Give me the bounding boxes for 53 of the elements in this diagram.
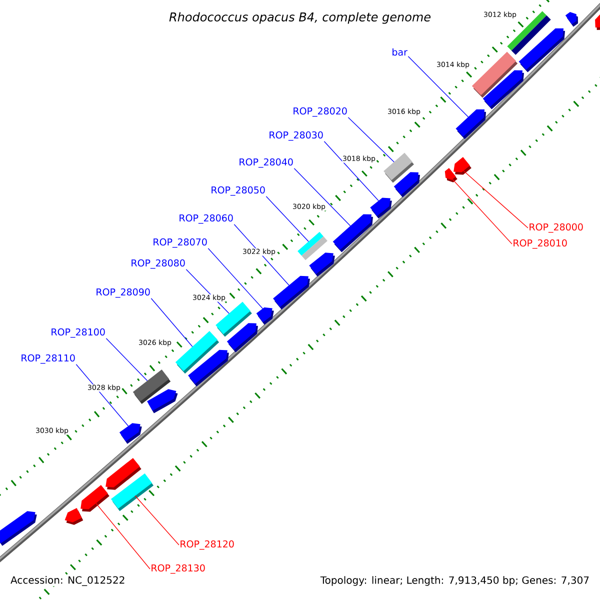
leader-line [134,495,180,546]
gene-feature [332,214,374,252]
gene-feature [309,252,335,277]
leader-line [463,170,528,228]
feature-bar [472,52,518,98]
gene-feature [456,109,486,140]
gene-feature [64,508,84,525]
feature-bar [110,473,154,512]
footer-text: Accession: NC_012522 [10,576,126,586]
gene-label: ROP_28070 [154,238,207,248]
gene-label: ROP_28040 [240,158,293,168]
gene-feature [0,511,37,546]
gene-label: bar [392,48,408,56]
gene-label: ROP_28010 [514,239,567,249]
leader-line [324,141,379,202]
leader-line [408,56,469,118]
gene-label: ROP_28030 [270,131,323,141]
gene-feature [119,423,142,444]
leader-line [452,178,512,244]
gene-label: ROP_28000 [530,223,583,233]
leader-line [150,298,193,347]
gene-label: ROP_28050 [212,186,265,196]
gene-feature [444,168,458,182]
gene-feature [273,276,310,310]
leader-line [348,117,394,162]
leader-line [96,502,150,570]
leader-line [106,338,148,382]
leader-line [76,364,129,426]
feature-bar [175,330,220,374]
feature-bar [216,302,252,337]
gene-label: ROP_28120 [180,540,234,550]
gene-label: ROP_28110 [22,354,75,364]
leader-line [234,224,290,286]
feature-bar [298,232,328,260]
gene-label: ROP_28100 [52,328,105,338]
gene-feature [370,198,392,219]
gene-feature [565,12,578,27]
gene-label: ROP_28130 [152,564,205,574]
gene-feature [80,485,110,512]
gene-feature [595,14,600,30]
gene-label: ROP_28060 [180,214,233,224]
footer-text: Topology: linear; Length: 7,913,450 bp; Genes: 7,307 [320,576,590,586]
leader-line [266,196,309,242]
gene-feature [454,157,472,175]
leader-line [294,168,351,226]
feature-bar [384,152,414,183]
feature-bar [132,370,171,404]
map-title: Rhodococcus opacus B4, complete genome [169,12,431,24]
gene-label: ROP_28090 [96,288,150,298]
leader-line [208,248,264,309]
gene-feature [256,307,274,325]
gene-label: ROP_28080 [132,259,185,269]
gene-label: ROP_28020 [294,107,347,117]
